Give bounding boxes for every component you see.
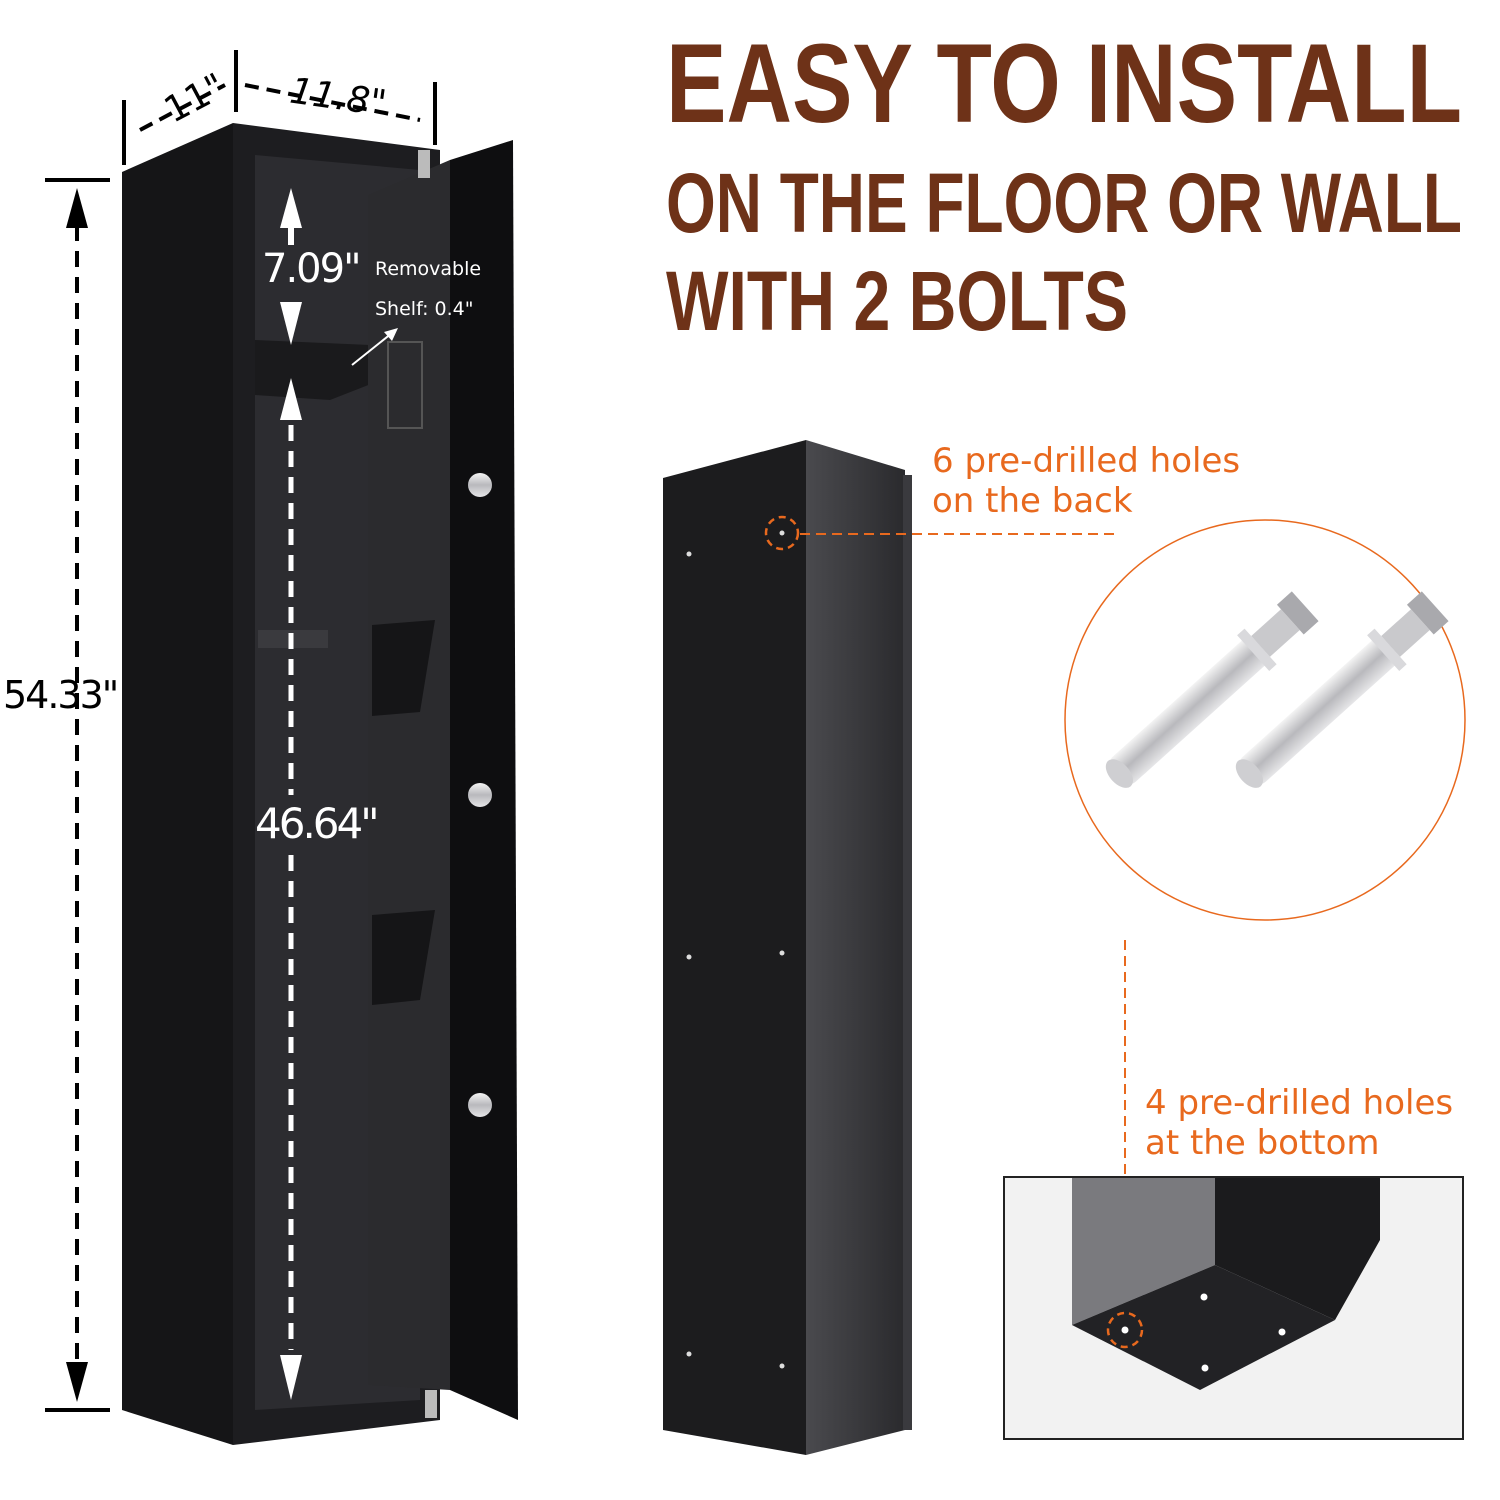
bottom-holes-callout-line-2: at the bottom <box>1145 1123 1380 1163</box>
shelf-thickness: Shelf: 0.4" <box>375 298 473 320</box>
back-hole-highlight <box>764 515 800 551</box>
depth-dimension: 11" <box>158 66 232 131</box>
back-holes-callout-line-2: on the back <box>932 481 1133 521</box>
arrow-down-icon <box>66 1362 88 1402</box>
safe-bottom-inset <box>1003 1176 1464 1440</box>
bolts-circle <box>1064 519 1466 921</box>
safe-back-image <box>663 440 912 1455</box>
shelf-label: Removable <box>375 258 481 280</box>
arrow-up-icon <box>66 188 88 228</box>
back-holes-callout-line-1: 6 pre-drilled holes <box>932 441 1240 481</box>
width-dimension: 11.8" <box>287 71 388 125</box>
headline-line-2: ON THE FLOOR OR WALL <box>666 156 1462 250</box>
bottom-holes-callout-line-1: 4 pre-drilled holes <box>1145 1083 1453 1123</box>
dimension-lines <box>45 50 437 1412</box>
headline-line-3: WITH 2 BOLTS <box>666 254 1128 348</box>
height-dimension: 54.33" <box>3 673 117 717</box>
expansion-bolt-image <box>1105 591 1449 788</box>
bottom-hole-highlight <box>1106 1311 1144 1349</box>
top-compartment-dimension: 7.09" <box>262 246 359 292</box>
open-safe-image <box>122 123 518 1445</box>
inner-dimension-arrows <box>280 188 398 1400</box>
lower-compartment-dimension: 46.64" <box>255 799 377 848</box>
headline-line-1: EASY TO INSTALL <box>666 21 1462 146</box>
